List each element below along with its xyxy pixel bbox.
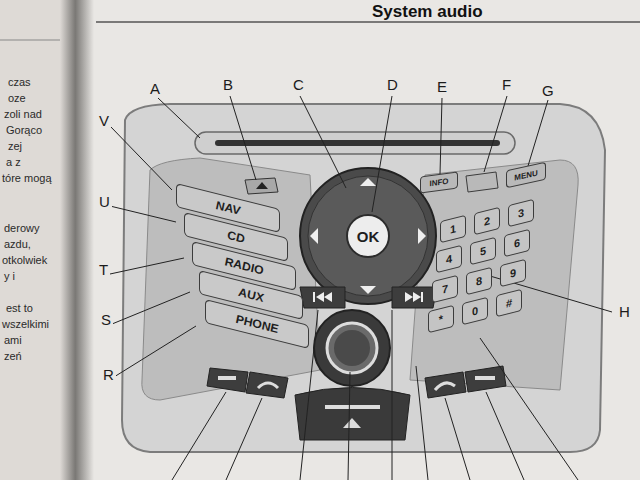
- callout-letter: E: [435, 78, 449, 95]
- callout-letter: R: [101, 366, 116, 383]
- page-text-fragment: Gorąco: [6, 124, 42, 136]
- button-text: MENU: [514, 168, 538, 182]
- button-text: OK: [357, 228, 380, 245]
- button-text: 8: [476, 274, 482, 288]
- button-text: 5: [480, 244, 486, 258]
- callout-letter: A: [148, 80, 162, 97]
- page-text-fragment: azdu,: [4, 238, 31, 250]
- button-text: AUX: [238, 285, 263, 305]
- button-text: *: [439, 312, 443, 325]
- callout-letter: G: [540, 82, 556, 99]
- callout-letter: V: [97, 112, 111, 129]
- page-text-fragment: est to: [6, 302, 33, 314]
- page-text-fragment: zeń: [4, 350, 22, 362]
- callout-letter: S: [99, 311, 113, 328]
- button-text: NAV: [216, 198, 240, 218]
- callout-letter: F: [500, 76, 513, 93]
- callout-letter: D: [385, 76, 400, 93]
- page-text-fragment: tóre mogą: [2, 172, 52, 184]
- button-text: INFO: [429, 177, 448, 189]
- page-text-fragment: derowy: [4, 222, 39, 234]
- page-title: System audio: [372, 2, 483, 22]
- button-text: 2: [484, 214, 490, 228]
- page-text-fragment: czas: [8, 76, 31, 88]
- ok-button: OK: [346, 214, 390, 258]
- button-text: 9: [510, 266, 516, 280]
- callout-letter: H: [617, 303, 632, 320]
- page-text-fragment: wszelkimi: [2, 318, 49, 330]
- page-text-fragment: zej: [8, 140, 22, 152]
- button-text: 4: [446, 252, 452, 266]
- callout-letter: U: [97, 193, 112, 210]
- button-text: 0: [472, 304, 478, 318]
- button-text: #: [506, 296, 512, 310]
- button-text: RADIO: [225, 254, 264, 278]
- button-text: 3: [518, 206, 524, 220]
- callout-letter: C: [291, 76, 306, 93]
- button-text: 1: [450, 222, 456, 236]
- callout-letter: T: [97, 261, 110, 278]
- button-text: 6: [514, 236, 520, 250]
- page-text-fragment: a z: [6, 156, 21, 168]
- button-text: 7: [442, 282, 448, 296]
- page-text-fragment: zoli nad: [4, 108, 42, 120]
- page-text-fragment: ami: [4, 334, 22, 346]
- callout-letter: B: [221, 76, 235, 93]
- page-text-fragment: oze: [8, 92, 26, 104]
- page-text-fragment: otkolwiek: [2, 254, 47, 266]
- button-text: CD: [227, 228, 244, 246]
- page-text-fragment: y i: [4, 270, 15, 282]
